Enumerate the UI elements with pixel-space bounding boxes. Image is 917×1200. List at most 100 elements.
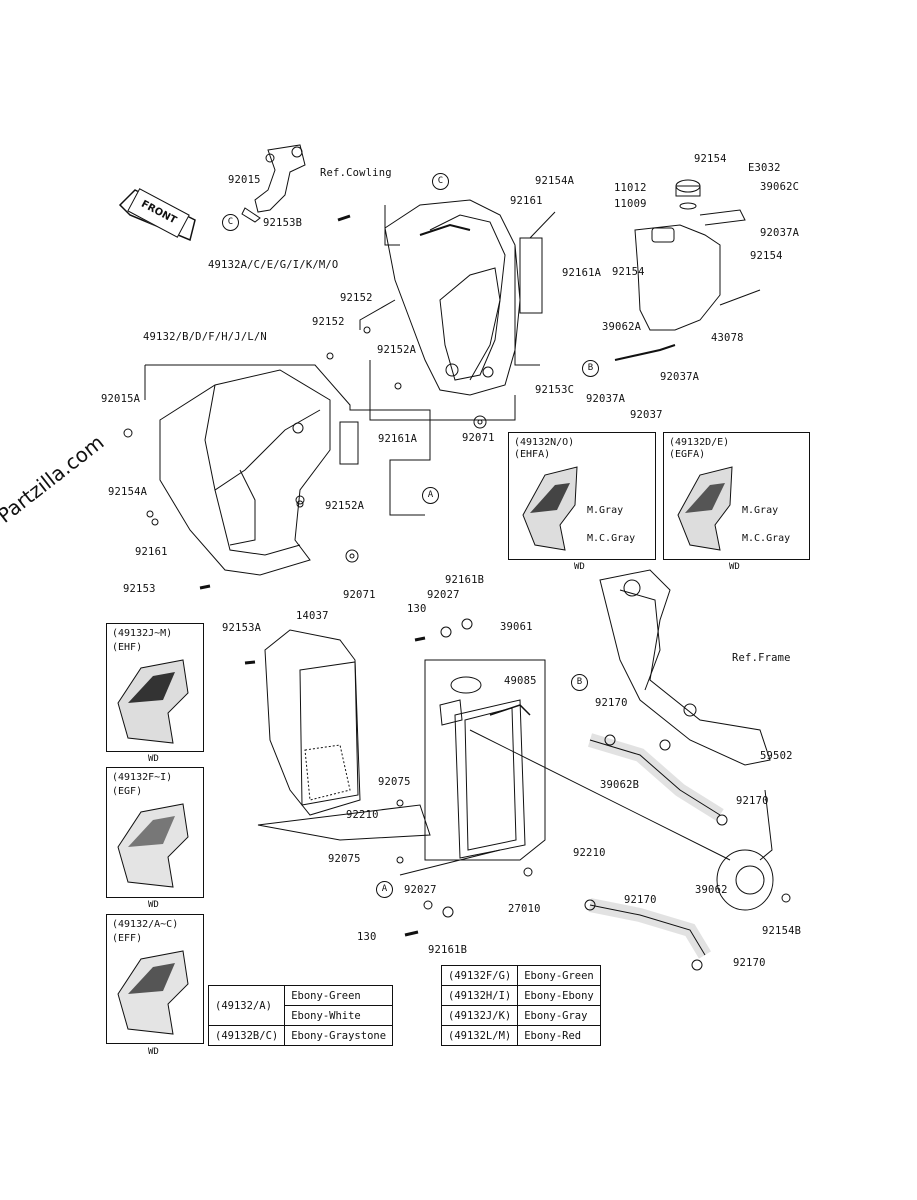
part-92154b: 92154B bbox=[762, 925, 802, 937]
inset-ehfa-color-1: M.Gray bbox=[587, 505, 624, 516]
color-table-right: (49132F/G) Ebony-Green (49132H/I) Ebony-… bbox=[440, 965, 601, 1046]
inset-egf-drawing bbox=[117, 803, 189, 888]
part-92152-b: 92152 bbox=[312, 316, 345, 328]
callout-c-upper: C bbox=[432, 173, 449, 190]
inset-egf-name: (EGF) bbox=[112, 786, 143, 797]
part-39061: 39061 bbox=[500, 621, 533, 633]
part-92037a-top: 92037A bbox=[760, 227, 800, 239]
part-92154a-left: 92154A bbox=[108, 486, 148, 498]
inset-egfa-name: (EGFA) bbox=[669, 449, 706, 460]
inset-ehfa-wd: WD bbox=[574, 562, 585, 572]
inset-eff-wd: WD bbox=[148, 1047, 159, 1057]
color-row: Ebony-White bbox=[209, 1005, 394, 1026]
callout-c-bracket: C bbox=[222, 214, 239, 231]
reservoir-tank-drawing bbox=[634, 179, 746, 331]
part-e3032: E3032 bbox=[748, 162, 781, 174]
inset-eff-name: (EFF) bbox=[112, 933, 143, 944]
part-92037a-left: 92037A bbox=[586, 393, 626, 405]
cowling-bracket-drawing bbox=[241, 144, 306, 223]
inset-egfa-wd: WD bbox=[729, 562, 740, 572]
part-92154-mid: 92154 bbox=[612, 266, 645, 278]
part-92075-b: 92075 bbox=[328, 853, 361, 865]
inset-ehf: (49132J~M) (EHF) bbox=[106, 623, 204, 752]
part-92170-d: 92170 bbox=[733, 957, 766, 969]
part-27010: 27010 bbox=[508, 903, 541, 915]
part-39062b: 39062B bbox=[600, 779, 640, 791]
inset-ehfa-code: (49132N/O) bbox=[514, 437, 575, 448]
inset-eff-code: (49132/A~C) bbox=[112, 919, 179, 930]
callout-a-shroud: A bbox=[422, 487, 439, 504]
color-name-cell: Ebony-Green bbox=[517, 965, 601, 986]
inset-egfa-code: (49132D/E) bbox=[669, 437, 730, 448]
part-92210-b: 92210 bbox=[573, 847, 606, 859]
inset-eff: (49132/A~C) (EFF) bbox=[106, 914, 204, 1044]
part-92152-a: 92152 bbox=[340, 292, 373, 304]
color-name-cell: Ebony-Red bbox=[517, 1025, 601, 1046]
color-code-cell: (49132/A) bbox=[207, 985, 286, 1026]
color-row: (49132F/G) Ebony-Green bbox=[440, 965, 601, 986]
part-92153c: 92153C bbox=[535, 384, 575, 396]
part-11012: 11012 bbox=[614, 182, 647, 194]
part-92170-a: 92170 bbox=[595, 697, 628, 709]
ref-frame-label: Ref.Frame bbox=[732, 652, 791, 664]
part-92154-right: 92154 bbox=[750, 250, 783, 262]
part-92152a-lower: 92152A bbox=[325, 500, 365, 512]
part-92153: 92153 bbox=[123, 583, 156, 595]
part-92037a-right: 92037A bbox=[660, 371, 700, 383]
callout-b-tank: B bbox=[582, 360, 599, 377]
part-49132-lower: 49132/B/D/F/H/J/L/N bbox=[143, 331, 267, 343]
part-92153b: 92153B bbox=[263, 217, 303, 229]
color-name-cell: Ebony-Ebony bbox=[517, 985, 601, 1006]
part-130-bottom: 130 bbox=[357, 931, 377, 943]
part-92037: 92037 bbox=[630, 409, 663, 421]
part-11009: 11009 bbox=[614, 198, 647, 210]
inset-ehf-name: (EHF) bbox=[112, 642, 143, 653]
part-39062c: 39062C bbox=[760, 181, 800, 193]
part-92170-b: 92170 bbox=[736, 795, 769, 807]
part-92075-a: 92075 bbox=[378, 776, 411, 788]
radiator-drawing bbox=[439, 676, 531, 859]
part-14037: 14037 bbox=[296, 610, 329, 622]
inset-egfa: (49132D/E) (EGFA) M.Gray M.C.Gray bbox=[663, 432, 810, 560]
color-row: (49132H/I) Ebony-Ebony bbox=[440, 985, 601, 1006]
callout-a-radiator: A bbox=[376, 881, 393, 898]
water-pump-drawing bbox=[716, 789, 774, 911]
part-92071-upper: 92071 bbox=[462, 432, 495, 444]
color-code-cell: (49132F/G) bbox=[440, 965, 519, 986]
part-92015: 92015 bbox=[228, 174, 261, 186]
inset-ehfa-drawing bbox=[522, 466, 578, 551]
part-92154a-top: 92154A bbox=[535, 175, 575, 187]
color-row: (49132/A) Ebony-Green bbox=[207, 985, 394, 1026]
part-39062: 39062 bbox=[695, 884, 728, 896]
frame-drawing bbox=[599, 569, 771, 766]
inset-egfa-drawing bbox=[677, 466, 733, 551]
inset-egf-code: (49132F~I) bbox=[112, 772, 173, 783]
part-92153a: 92153A bbox=[222, 622, 262, 634]
color-row: (49132J/K) Ebony-Gray bbox=[440, 1005, 601, 1026]
color-name-cell: Ebony-Graystone bbox=[284, 1025, 394, 1046]
color-table-left: (49132/A) Ebony-Green Ebony-White (49132… bbox=[207, 985, 394, 1046]
part-92154-top: 92154 bbox=[694, 153, 727, 165]
part-92152a-upper: 92152A bbox=[377, 344, 417, 356]
color-code-cell: (49132J/K) bbox=[440, 1005, 519, 1026]
part-59502: 59502 bbox=[760, 750, 793, 762]
inset-egfa-color-2: M.C.Gray bbox=[742, 533, 791, 544]
color-code-cell: (49132B/C) bbox=[207, 1025, 286, 1046]
color-code-cell: (49132L/M) bbox=[440, 1025, 519, 1046]
part-92210-a: 92210 bbox=[346, 809, 379, 821]
part-92161a-lower: 92161A bbox=[378, 433, 418, 445]
color-row: (49132B/C) Ebony-Graystone bbox=[207, 1025, 394, 1046]
inset-egfa-color-1: M.Gray bbox=[742, 505, 779, 516]
part-92161-top: 92161 bbox=[510, 195, 543, 207]
part-92170-c: 92170 bbox=[624, 894, 657, 906]
callout-b-radiator: B bbox=[571, 674, 588, 691]
inset-ehfa: (49132N/O) (EHFA) M.Gray M.C.Gray bbox=[508, 432, 656, 560]
color-row: (49132L/M) Ebony-Red bbox=[440, 1025, 601, 1046]
color-name-cell: Ebony-Gray bbox=[517, 1005, 601, 1026]
upper-shroud-drawing bbox=[384, 199, 521, 396]
fastener-marks bbox=[123, 326, 791, 971]
part-130-top: 130 bbox=[407, 603, 427, 615]
part-39062a: 39062A bbox=[602, 321, 642, 333]
inset-eff-drawing bbox=[117, 950, 189, 1035]
